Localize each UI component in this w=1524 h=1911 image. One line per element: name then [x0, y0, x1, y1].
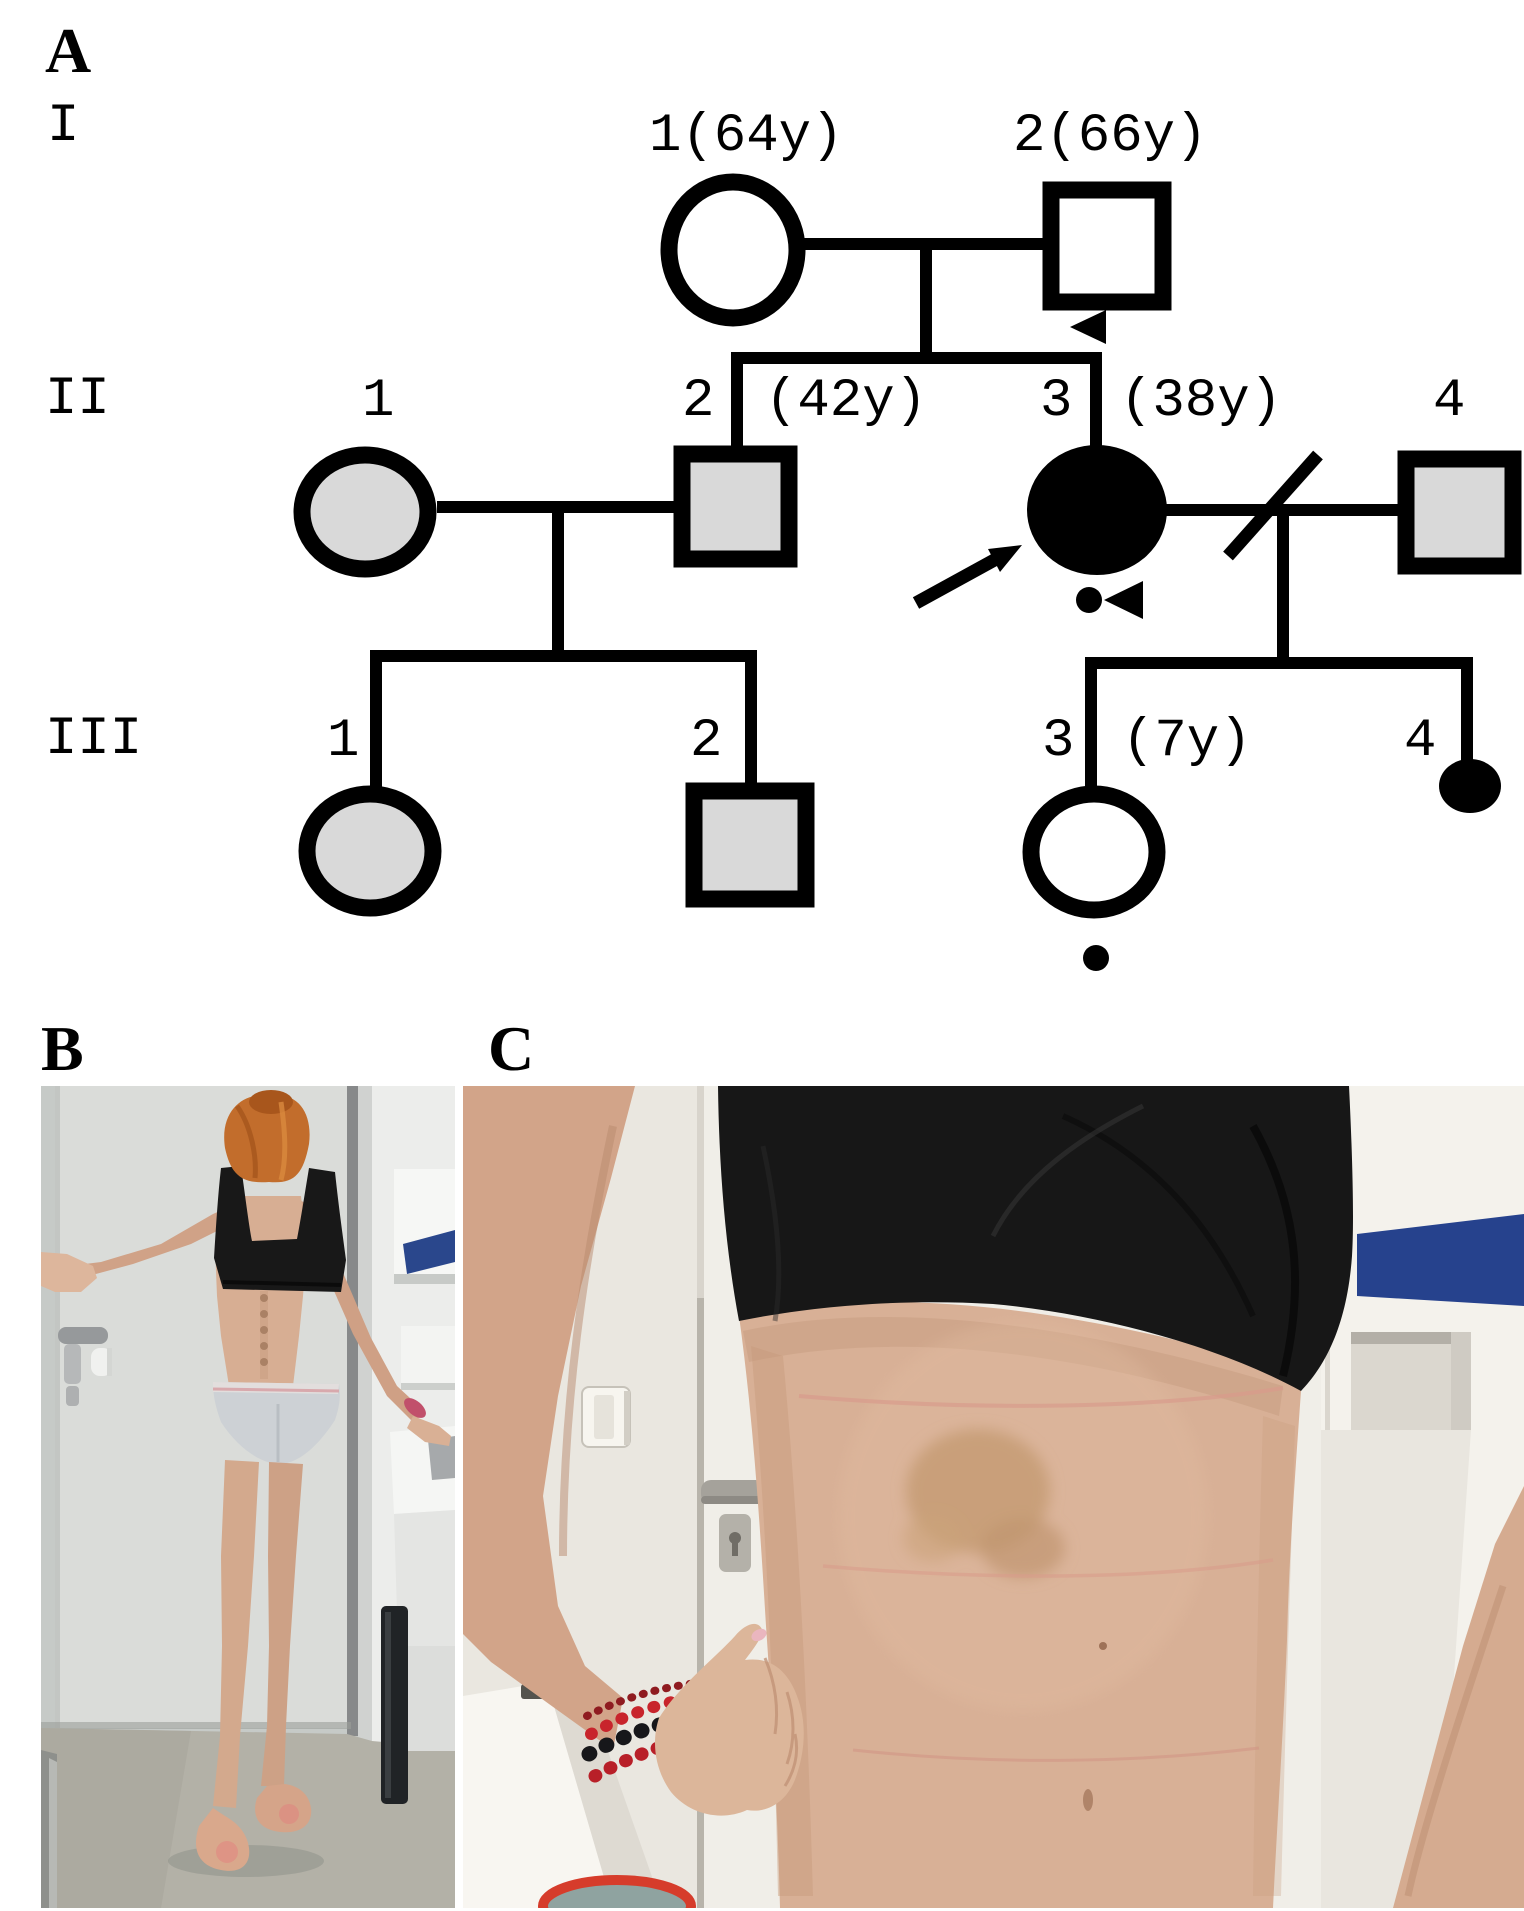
label-I-1: 1(64y) [649, 106, 843, 167]
helper-hand [41, 1252, 97, 1292]
individual-I-2 [1042, 181, 1172, 311]
mole [1099, 1642, 1107, 1650]
label-II-2: 2 [682, 371, 714, 432]
photo-b-back-view [41, 1086, 455, 1908]
right-heel [279, 1804, 299, 1824]
scar-lines [798, 1386, 1284, 1762]
waistband-pink-line [212, 1387, 340, 1393]
spine-dots [260, 1294, 268, 1366]
panel-label-a: A [45, 15, 91, 86]
panel-label-b: B [41, 1013, 84, 1084]
triangle-marker-top [1070, 310, 1106, 344]
label-II-3-age: (38y) [1120, 371, 1282, 432]
label-III-1: 1 [327, 711, 359, 772]
pedigree-markers [912, 310, 1143, 971]
corner-object [41, 1750, 57, 1908]
panel-bc-labels: B C [41, 1013, 534, 1084]
sibling-line-II [731, 352, 1102, 451]
blue-stripe-c [1357, 1214, 1524, 1306]
individual-III-3 [1022, 785, 1166, 919]
hand-on-hip [655, 1623, 804, 1816]
hyperpigmented-patch [903, 1429, 1065, 1578]
navel [1083, 1789, 1093, 1811]
door-frame-line [55, 1086, 60, 1728]
generation-label-I: I [47, 96, 79, 157]
underwear [213, 1382, 340, 1464]
bra-band-shadow [222, 1280, 342, 1287]
label-III-2: 2 [690, 711, 722, 772]
panel-a-pedigree: A I II III 1(64y) 2(66y) 1 2 (42y) 3 (38… [45, 15, 1522, 971]
left-heel [216, 1841, 238, 1863]
individual-II-1 [293, 446, 437, 578]
finger-lines [763, 1657, 799, 1787]
left-arm-c [463, 1086, 635, 1750]
individual-II-3-proband [1027, 445, 1167, 575]
label-II-3: 3 [1040, 371, 1072, 432]
door-jamb [358, 1086, 372, 1741]
individual-III-2 [685, 782, 815, 908]
left-arm [45, 1202, 247, 1283]
label-II-4: 4 [1433, 371, 1465, 432]
trash-bin [381, 1606, 408, 1804]
individual-I-1 [660, 173, 806, 327]
label-III-3: 3 [1042, 711, 1074, 772]
patient-torso-figure [463, 1086, 1524, 1908]
generation-label-II: II [45, 369, 110, 430]
baseboard [41, 1722, 351, 1729]
counter-desk [390, 1426, 455, 1751]
individual-II-4 [1397, 450, 1522, 575]
label-II-1: 1 [362, 371, 394, 432]
hair-strand-dark [234, 1104, 258, 1179]
hair-strand-light [278, 1101, 288, 1181]
proband-arrow [912, 545, 1022, 609]
individual-II-2 [673, 445, 798, 568]
label-I-2: 2(66y) [1013, 106, 1207, 167]
patient-back-figure [41, 1090, 451, 1871]
generation-label-III: III [45, 709, 142, 770]
spine-groove [260, 1291, 268, 1379]
fingernail [751, 1628, 767, 1642]
door-gap [347, 1086, 358, 1736]
pedigree-lines [370, 238, 1473, 792]
light-switch [581, 1386, 631, 1448]
individual-III-1 [298, 785, 442, 917]
sports-bra-front [718, 1086, 1353, 1391]
bra-folds [760, 1103, 1300, 1377]
sibling-line-III-left [370, 650, 757, 792]
arm-shade [559, 1125, 617, 1557]
door-handle-c [701, 1480, 767, 1572]
right-leg [261, 1462, 303, 1786]
right-hand [407, 1416, 451, 1446]
wall-shelf-unit [394, 1169, 455, 1390]
triangle-marker-bottom [1104, 581, 1143, 619]
red-bucket [538, 1875, 696, 1908]
torso-right-shade [1253, 1416, 1295, 1896]
blue-stripe [403, 1230, 455, 1274]
label-III-3-age: (7y) [1122, 711, 1252, 772]
door-edge-upper [697, 1086, 704, 1298]
left-leg [213, 1460, 259, 1808]
door-edge [697, 1298, 704, 1908]
dot-marker-II-3 [1076, 587, 1102, 613]
individual-III-4 [1439, 759, 1501, 813]
dot-marker-III-3 [1083, 945, 1109, 971]
right-arm-shade [1404, 1584, 1507, 1897]
under-bra-shadow [743, 1316, 1283, 1416]
right-arm-c [1393, 1486, 1524, 1908]
right-cabinet [1321, 1086, 1524, 1908]
separation-slash [1223, 450, 1323, 561]
panel-label-c: C [488, 1013, 534, 1084]
keyboard [428, 1436, 455, 1480]
door-handle [58, 1327, 112, 1406]
photo-c-torso-view [463, 1086, 1524, 1908]
sibling-line-III-right [1085, 657, 1473, 792]
sports-bra-back [214, 1166, 346, 1292]
wrist-bracelet [404, 1398, 426, 1418]
hair-bun [249, 1090, 293, 1114]
label-II-2-age: (42y) [765, 371, 927, 432]
pedigree-symbols [293, 173, 1522, 919]
label-III-4: 4 [1404, 711, 1436, 772]
floor-shadow-left [41, 1728, 191, 1908]
